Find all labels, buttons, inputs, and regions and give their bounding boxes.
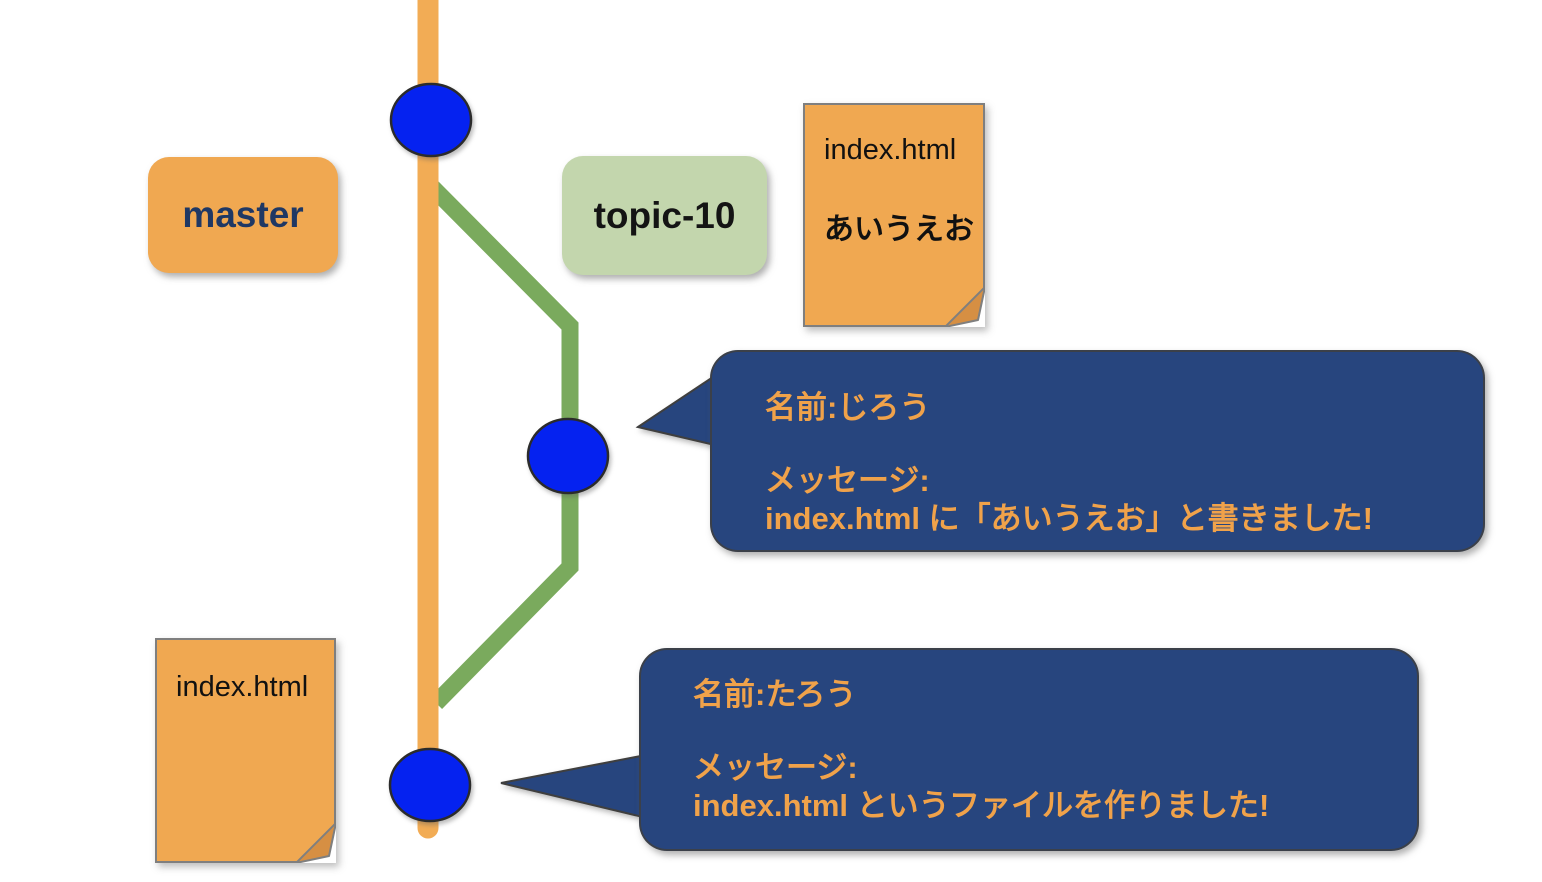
master-branch-label: master	[148, 157, 338, 273]
sticky-note-index-html-created: index.html	[155, 638, 336, 863]
note-filename: index.html	[176, 671, 309, 703]
topic-branch-label: topic-10	[562, 156, 767, 275]
commit-message-text: index.html に「あいうえお」と書きました!	[765, 501, 1373, 536]
commit-author-line: 名前:たろう	[693, 677, 857, 712]
commit-author-line: 名前:じろう	[765, 390, 931, 425]
commit-message-label: メッセージ:	[693, 750, 858, 785]
folded-corner-icon	[296, 823, 336, 863]
commit-message-text: index.html というファイルを作りました!	[693, 788, 1270, 823]
commit-message-bubble-jirou: 名前:じろう メッセージ: index.html に「あいうえお」と書きました!	[710, 350, 1485, 552]
note-filename: index.html	[824, 134, 957, 166]
note-content: あいうえお	[824, 213, 974, 246]
folded-corner-icon	[945, 287, 985, 327]
commit-dot-top	[389, 82, 473, 158]
topic-branch-label-text: topic-10	[593, 194, 736, 236]
sticky-note-index-html-edited: index.html あいうえお	[803, 103, 985, 327]
commit-dot-bottom	[388, 747, 472, 823]
commit-message-bubble-tarou: 名前:たろう メッセージ: index.html というファイルを作りました!	[639, 648, 1419, 851]
master-branch-label-text: master	[182, 194, 304, 235]
commit-dot-middle	[526, 417, 610, 495]
commit-message-label: メッセージ:	[765, 463, 930, 498]
